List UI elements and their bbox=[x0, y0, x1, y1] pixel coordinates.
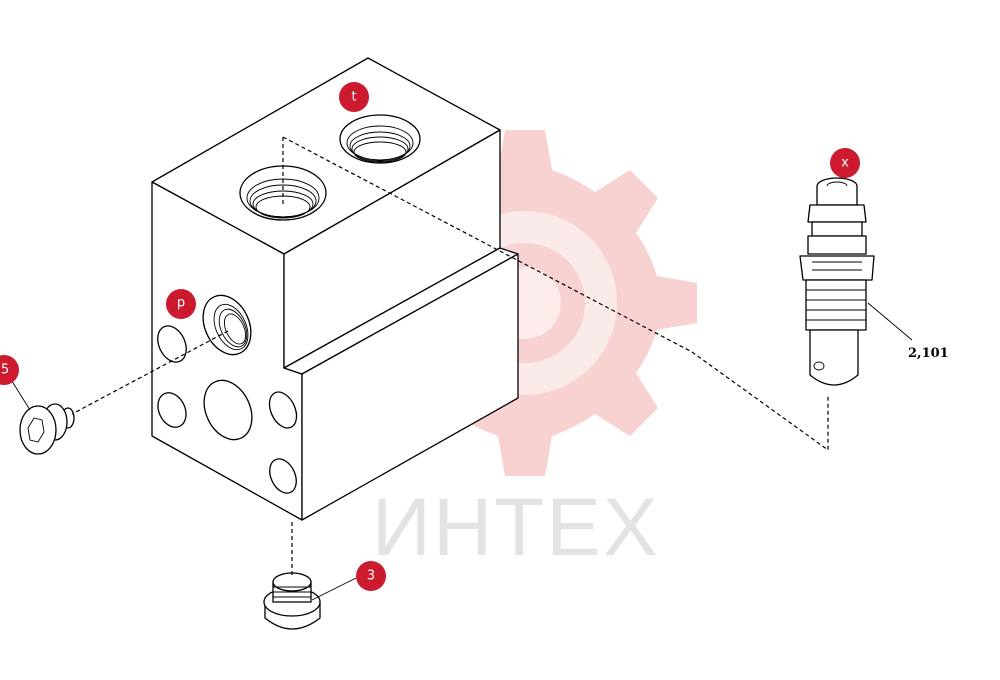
callout-5: 5 bbox=[0, 355, 19, 385]
front-hole-center bbox=[203, 379, 253, 441]
callout-x-label: x bbox=[841, 156, 849, 171]
callout-p: p bbox=[166, 289, 196, 319]
port-t bbox=[339, 114, 421, 164]
hex-socket-icon bbox=[27, 417, 45, 443]
callout-x: x bbox=[830, 148, 860, 178]
leader-line-3 bbox=[311, 577, 357, 601]
callout-5-marker bbox=[0, 355, 19, 385]
front-hole-lower-left bbox=[157, 392, 187, 428]
leader-line-5 bbox=[9, 377, 31, 411]
callout-5-label: 5 bbox=[1, 363, 9, 378]
plug-bottom bbox=[263, 572, 321, 630]
callout-t-marker bbox=[339, 82, 369, 112]
callout-3-label: 3 bbox=[367, 569, 375, 584]
callout-t: t bbox=[339, 82, 369, 112]
callout-3-marker bbox=[356, 561, 386, 591]
plug-hex-socket bbox=[19, 403, 75, 455]
part-number-cartridge: 2,101 bbox=[908, 346, 949, 361]
valve-block bbox=[151, 57, 519, 521]
front-hole-right-lower bbox=[269, 458, 297, 494]
leader-line-2101 bbox=[867, 302, 913, 341]
watermark-text: ИНТЕХ bbox=[372, 482, 660, 573]
callout-x-marker bbox=[830, 148, 860, 178]
block-right-lower-face bbox=[301, 253, 519, 521]
front-hole-right-upper bbox=[268, 391, 298, 429]
callout-t-label: t bbox=[351, 90, 356, 105]
assembly-lines bbox=[71, 136, 829, 578]
port-p-side bbox=[202, 294, 252, 356]
callout-p-label: p bbox=[177, 296, 185, 311]
callout-3: 3 bbox=[356, 561, 386, 591]
cartridge-valve bbox=[799, 177, 875, 386]
front-hole-upper-left bbox=[157, 325, 187, 363]
callout-p-marker bbox=[166, 289, 196, 319]
